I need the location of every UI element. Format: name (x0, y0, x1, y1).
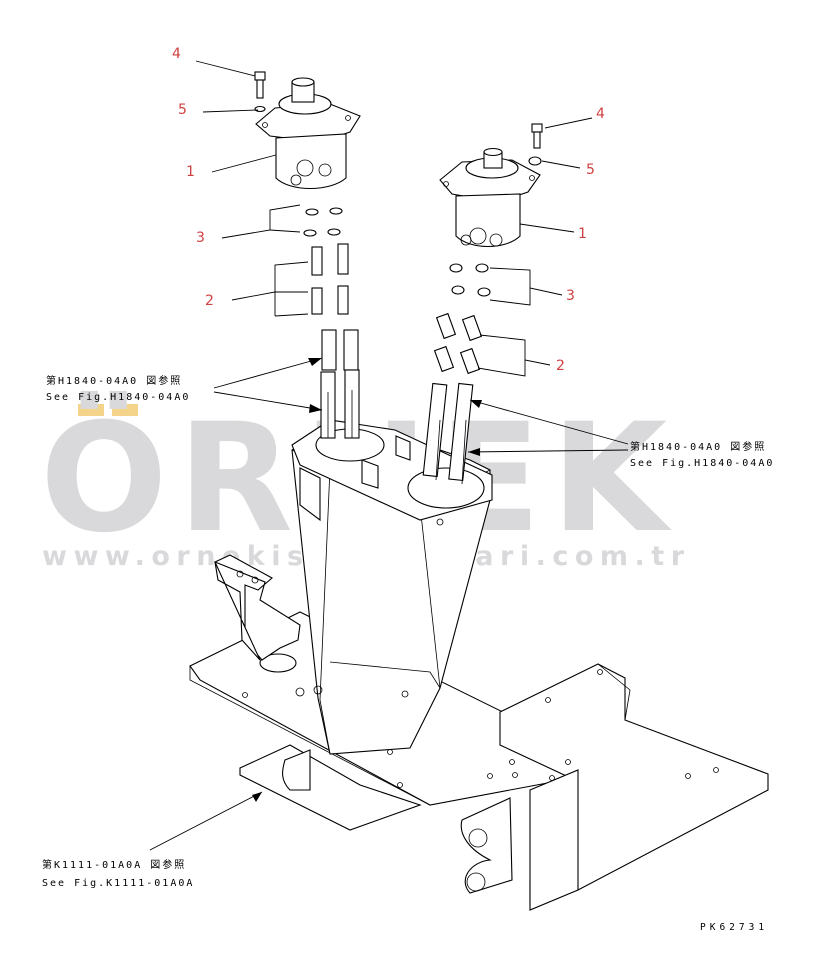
floor-frame (189, 611, 769, 911)
fittings-right (433, 312, 483, 375)
under-bracket (282, 749, 311, 791)
fitting-right-3 (433, 345, 455, 373)
bolt-right (531, 123, 543, 149)
pilot-valve-right (439, 147, 541, 247)
fittings-left (311, 243, 349, 315)
callout-1-left: 1 (186, 164, 195, 180)
leader-lines (149, 60, 629, 851)
fitting-right-4 (459, 347, 481, 375)
ref-right-jp: 第H1840-04A0 図参照 (630, 440, 766, 453)
pedal-arm (213, 554, 301, 661)
washer-left (254, 105, 266, 113)
watermark-accent-left (78, 404, 104, 416)
rod-right-1 (422, 382, 448, 478)
fitting-right-2 (461, 314, 483, 342)
fitting-left-4 (337, 285, 349, 315)
plate-opening (259, 653, 297, 673)
fitting-left-1 (311, 246, 323, 276)
ref-right-en: See Fig.H1840-04A0 (630, 458, 774, 469)
control-console (291, 419, 493, 755)
watermark-accent-right (112, 404, 138, 416)
console-port-right (407, 467, 485, 509)
ref-left-jp: 第H1840-04A0 図参照 (46, 374, 182, 387)
bolt-left (254, 71, 266, 99)
callout-1-right: 1 (578, 226, 587, 242)
ref-bottom-en: See Fig.K1111-01A0A (42, 878, 194, 889)
callout-numbers: 4 5 1 3 2 4 5 1 3 2 (172, 46, 605, 374)
orings-right (449, 263, 491, 297)
callout-3-left: 3 (196, 230, 205, 246)
fitting-left-2 (337, 243, 349, 275)
pedal-bracket (213, 554, 301, 661)
rod-right-2 (448, 382, 474, 482)
fitting-left-3 (311, 287, 323, 315)
callout-5-left: 5 (178, 102, 187, 118)
rod-upper-1 (321, 329, 337, 371)
callout-5-right: 5 (586, 162, 595, 178)
ref-left-en: See Fig.H1840-04A0 (46, 392, 190, 403)
fitting-right-1 (435, 312, 457, 340)
rods-left (320, 329, 360, 439)
rod-upper-2 (343, 329, 359, 371)
ref-bottom-jp: 第K1111-01A0A 図参照 (42, 858, 186, 871)
callout-3-right: 3 (566, 288, 575, 304)
washer-right (528, 156, 542, 166)
plate-holes (242, 669, 719, 788)
reference-labels: 第H1840-04A0 図参照 See Fig.H1840-04A0 第H184… (42, 374, 774, 889)
callout-4-left: 4 (172, 46, 181, 62)
callout-2-left: 2 (205, 293, 214, 309)
bracket-right (460, 797, 513, 894)
orings-left (303, 207, 343, 237)
callout-4-right: 4 (596, 106, 605, 122)
rods-right (422, 382, 474, 485)
callout-2-right: 2 (556, 358, 565, 374)
pilot-valve-left (255, 77, 361, 190)
frame-member (529, 769, 579, 911)
valve-body-left (275, 133, 347, 190)
drawing-code: PK62731 (700, 922, 768, 933)
valve-body-right (455, 193, 521, 247)
